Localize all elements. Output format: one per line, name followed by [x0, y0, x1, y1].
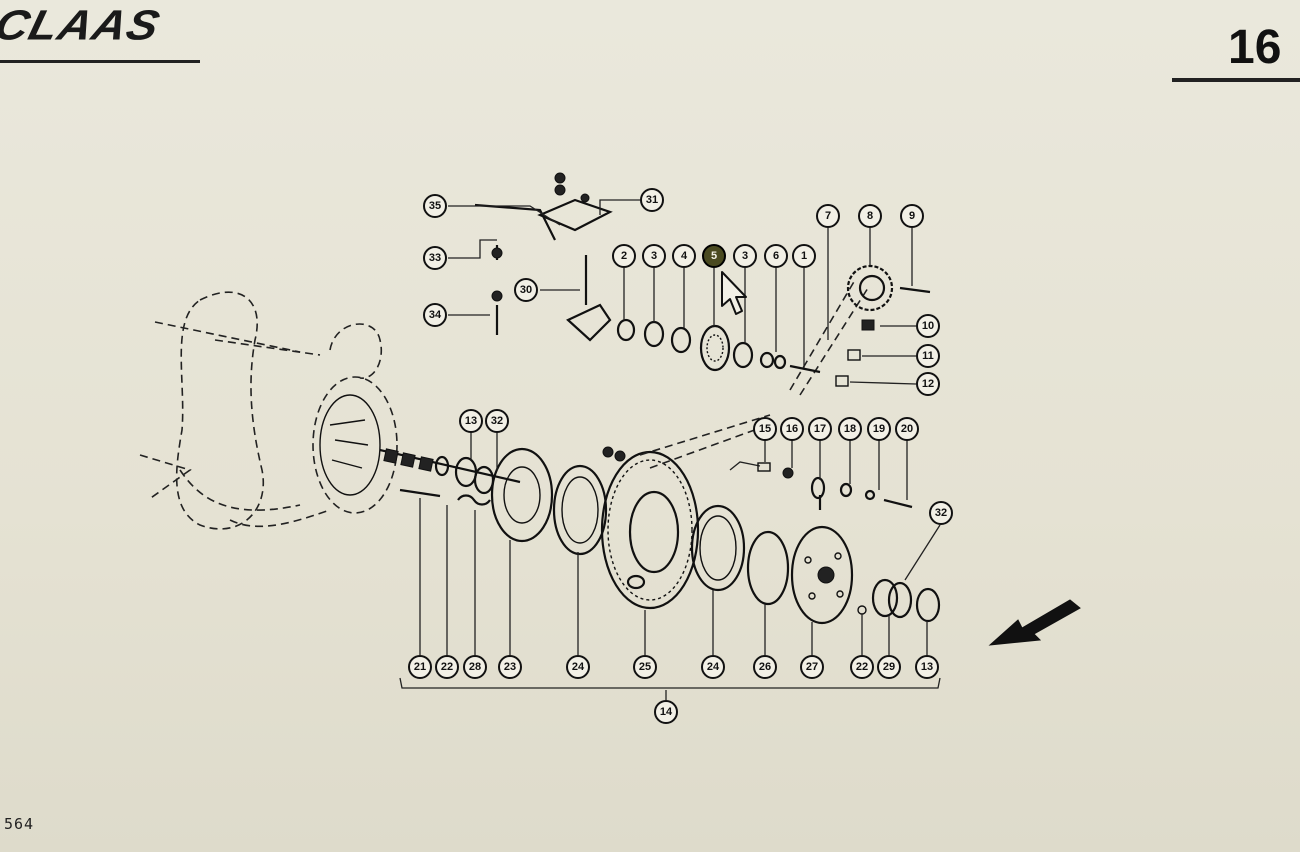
main-shaft [379, 448, 521, 506]
svg-text:11: 11 [922, 350, 934, 362]
svg-text:4: 4 [681, 250, 688, 262]
callout-31[interactable]: 31 [640, 188, 664, 212]
direction-arrow-icon [988, 599, 1081, 646]
svg-text:34: 34 [429, 309, 442, 321]
callout-33[interactable]: 33 [423, 246, 447, 270]
svg-text:33: 33 [429, 252, 441, 264]
callout-26[interactable]: 26 [753, 655, 777, 679]
svg-text:23: 23 [504, 661, 516, 673]
callout-13-b[interactable]: 13 [915, 655, 939, 679]
callout-22[interactable]: 22 [435, 655, 459, 679]
svg-text:14: 14 [660, 706, 673, 718]
svg-text:30: 30 [520, 284, 532, 296]
housing-outline [139, 291, 398, 530]
svg-text:17: 17 [814, 423, 826, 435]
callout-5[interactable]: 5 [702, 244, 726, 268]
tensioner-hardware [757, 462, 913, 510]
callout-35[interactable]: 35 [423, 194, 447, 218]
callout-21[interactable]: 21 [408, 655, 432, 679]
callout-22-b[interactable]: 22 [850, 655, 874, 679]
svg-text:31: 31 [646, 194, 658, 206]
callout-9[interactable]: 9 [900, 204, 924, 228]
callout-25[interactable]: 25 [633, 655, 657, 679]
drive-chain [639, 279, 869, 471]
svg-text:19: 19 [873, 423, 885, 435]
svg-text:35: 35 [429, 200, 441, 212]
svg-text:9: 9 [909, 210, 915, 222]
leader-lines [399, 199, 941, 700]
svg-text:16: 16 [786, 423, 798, 435]
callout-17[interactable]: 17 [808, 417, 832, 441]
mouse-pointer-icon [721, 271, 747, 315]
callout-13[interactable]: 13 [459, 409, 483, 433]
svg-text:15: 15 [759, 423, 771, 435]
svg-text:12: 12 [922, 378, 934, 390]
svg-text:32: 32 [935, 507, 947, 519]
svg-text:13: 13 [921, 661, 933, 673]
callout-19[interactable]: 19 [867, 417, 891, 441]
callout-15[interactable]: 15 [753, 417, 777, 441]
callout-20[interactable]: 20 [895, 417, 919, 441]
svg-text:3: 3 [742, 250, 748, 262]
svg-text:6: 6 [773, 250, 779, 262]
svg-text:24: 24 [707, 661, 720, 673]
callout-34[interactable]: 34 [423, 303, 447, 327]
page-number-underline [1172, 78, 1300, 82]
callout-3-b[interactable]: 3 [733, 244, 757, 268]
callout-29[interactable]: 29 [877, 655, 901, 679]
figure-code: 564 [4, 815, 35, 833]
callout-24[interactable]: 24 [566, 655, 590, 679]
svg-text:21: 21 [414, 661, 426, 673]
callout-4[interactable]: 4 [672, 244, 696, 268]
callout-28[interactable]: 28 [463, 655, 487, 679]
brand-underline [0, 60, 200, 63]
svg-text:13: 13 [465, 415, 477, 427]
svg-text:7: 7 [825, 210, 831, 222]
callout-7[interactable]: 7 [816, 204, 840, 228]
svg-text:29: 29 [883, 661, 895, 673]
svg-text:22: 22 [441, 661, 453, 673]
upper-bracket-assembly [474, 172, 931, 387]
svg-text:28: 28 [469, 661, 481, 673]
callout-30[interactable]: 30 [514, 278, 538, 302]
svg-text:8: 8 [867, 210, 873, 222]
svg-text:32: 32 [491, 415, 503, 427]
callout-14[interactable]: 14 [654, 700, 678, 724]
svg-text:22: 22 [856, 661, 868, 673]
page-number: 16 [1228, 21, 1282, 74]
callout-16[interactable]: 16 [780, 417, 804, 441]
svg-text:26: 26 [759, 661, 771, 673]
callout-8[interactable]: 8 [858, 204, 882, 228]
svg-text:20: 20 [901, 423, 913, 435]
callout-10[interactable]: 10 [916, 314, 940, 338]
callout-23[interactable]: 23 [498, 655, 522, 679]
callout-11[interactable]: 11 [916, 344, 940, 368]
callout-group: 35 31 33 30 34 2 3 4 5 3 6 1 7 8 9 10 11… [408, 188, 953, 724]
svg-text:24: 24 [572, 661, 585, 673]
callout-32-b[interactable]: 32 [929, 501, 953, 525]
callout-24-b[interactable]: 24 [701, 655, 725, 679]
svg-text:1: 1 [801, 250, 807, 262]
svg-text:5: 5 [711, 250, 717, 262]
callout-32[interactable]: 32 [485, 409, 509, 433]
svg-text:25: 25 [639, 661, 651, 673]
callout-2[interactable]: 2 [612, 244, 636, 268]
callout-1[interactable]: 1 [792, 244, 816, 268]
callout-6[interactable]: 6 [764, 244, 788, 268]
callout-12[interactable]: 12 [916, 372, 940, 396]
lower-assembly [454, 446, 941, 625]
callout-3[interactable]: 3 [642, 244, 666, 268]
callout-27[interactable]: 27 [800, 655, 824, 679]
svg-text:27: 27 [806, 661, 818, 673]
svg-text:3: 3 [651, 250, 657, 262]
svg-text:2: 2 [621, 250, 627, 262]
svg-text:10: 10 [922, 320, 934, 332]
svg-text:18: 18 [844, 423, 856, 435]
callout-18[interactable]: 18 [838, 417, 862, 441]
